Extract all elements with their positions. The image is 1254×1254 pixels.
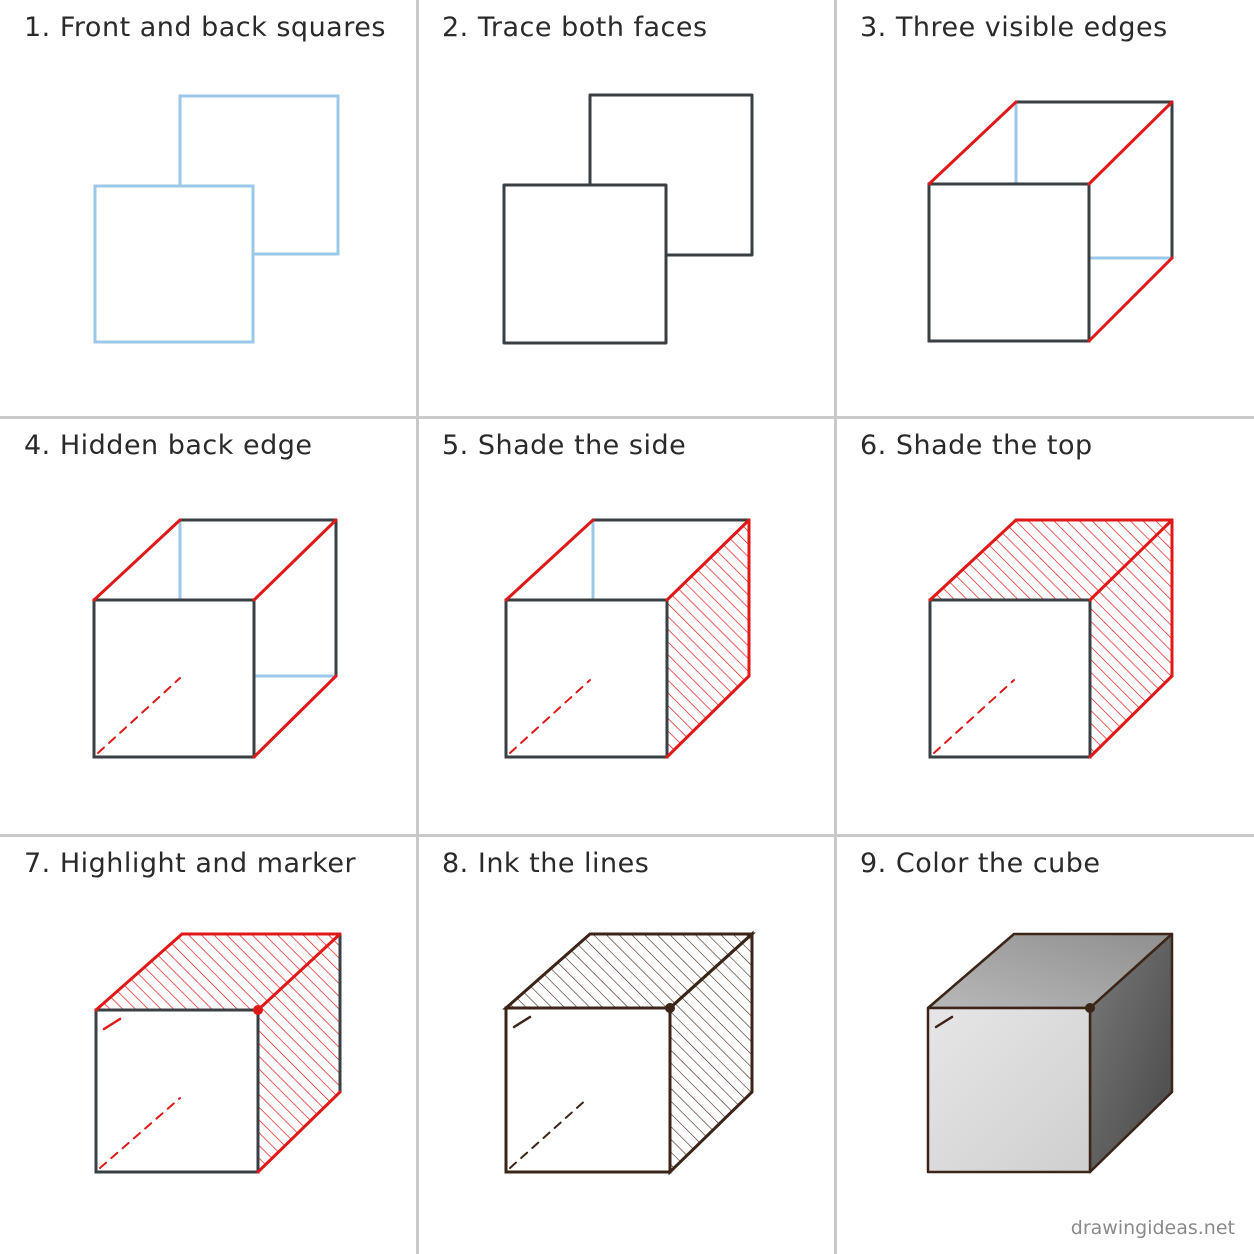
step-1-drawing: [93, 94, 340, 344]
top-face-hatching: [930, 520, 1172, 600]
step-5-title: 5. Shade the side: [442, 430, 687, 461]
top-right-edge: [665, 518, 751, 602]
step-4-title: 4. Hidden back edge: [24, 430, 313, 461]
top-left-edge: [92, 518, 182, 602]
highlight-stroke: [512, 1015, 532, 1029]
step-8-drawing: [502, 930, 756, 1176]
front-face: [92, 598, 256, 759]
top-left-edge: [504, 518, 595, 602]
back-square: [588, 93, 754, 257]
step-7-drawing: [94, 932, 342, 1174]
site-credit: drawingideas.net: [1070, 1217, 1235, 1239]
side-face-hatching: [258, 934, 340, 1172]
step-2-drawing: [502, 93, 754, 345]
top-right-edge: [1087, 100, 1174, 186]
corner-marker-dot: [1085, 1003, 1095, 1013]
step-9-title: 9. Color the cube: [860, 848, 1101, 879]
step-6-title: 6. Shade the top: [860, 430, 1093, 461]
top-right-edge: [252, 518, 338, 602]
bottom-right-edge: [1088, 674, 1174, 759]
step-5-panel: 5. Shade the side: [418, 418, 835, 835]
step-3-panel: 3. Three visible edges: [836, 0, 1253, 417]
front-square: [93, 184, 255, 344]
front-face: [504, 598, 669, 759]
step-3-title: 3. Three visible edges: [860, 12, 1168, 43]
bottom-right-edge: [665, 674, 751, 759]
step-8-panel: 8. Ink the lines: [418, 836, 835, 1253]
top-left-edge: [94, 932, 184, 1012]
front-face: [928, 598, 1092, 759]
step-7-panel: 7. Highlight and marker: [0, 836, 417, 1253]
hidden-back-edge-dashed: [509, 1097, 589, 1169]
step-5-drawing: [504, 518, 751, 759]
step-8-title: 8. Ink the lines: [442, 848, 650, 879]
step-3-drawing: [927, 100, 1174, 343]
front-square: [502, 183, 668, 345]
bottom-right-edge: [1087, 256, 1174, 343]
step-4-drawing: [92, 518, 338, 759]
back-square: [178, 94, 340, 256]
front-face-colored: [926, 1006, 1092, 1174]
step-6-drawing: [928, 518, 1174, 759]
front-face: [94, 1008, 260, 1174]
step-9-drawing: [926, 932, 1174, 1174]
top-left-edge: [927, 100, 1018, 186]
vertical-divider-1: [416, 0, 419, 1254]
hidden-back-edge-dashed: [97, 677, 181, 754]
step-7-title: 7. Highlight and marker: [24, 848, 357, 879]
step-2-panel: 2. Trace both faces: [418, 0, 835, 417]
side-face-hatching: [667, 520, 749, 757]
horizontal-divider-1: [0, 416, 1254, 419]
top-right-edge: [1088, 518, 1174, 602]
front-face: [927, 182, 1091, 343]
bottom-right-edge: [256, 1090, 342, 1174]
step-1-title: 1. Front and back squares: [24, 12, 386, 43]
bottom-right-edge: [252, 674, 338, 759]
hidden-back-edge-dashed: [509, 679, 591, 754]
side-face-hatching: [1090, 520, 1172, 757]
step-6-panel: 6. Shade the top: [836, 418, 1253, 835]
horizontal-divider-2: [0, 834, 1254, 837]
top-face-hatching: [96, 934, 340, 1010]
hidden-back-edge-dashed: [99, 1097, 181, 1169]
step-2-title: 2. Trace both faces: [442, 12, 708, 43]
top-right-edge: [256, 932, 342, 1012]
corner-marker-dot: [253, 1005, 263, 1015]
front-face: [504, 1006, 672, 1174]
top-left-edge: [928, 518, 1018, 602]
highlight-stroke: [102, 1017, 122, 1031]
step-4-panel: 4. Hidden back edge: [0, 418, 417, 835]
corner-marker-dot: [665, 1003, 675, 1013]
vertical-divider-2: [834, 0, 837, 1254]
hidden-back-edge-dashed: [933, 679, 1015, 754]
step-9-panel: 9. Color the cube: [836, 836, 1253, 1253]
highlight-stroke: [934, 1015, 954, 1029]
step-1-panel: 1. Front and back squares: [0, 0, 417, 417]
